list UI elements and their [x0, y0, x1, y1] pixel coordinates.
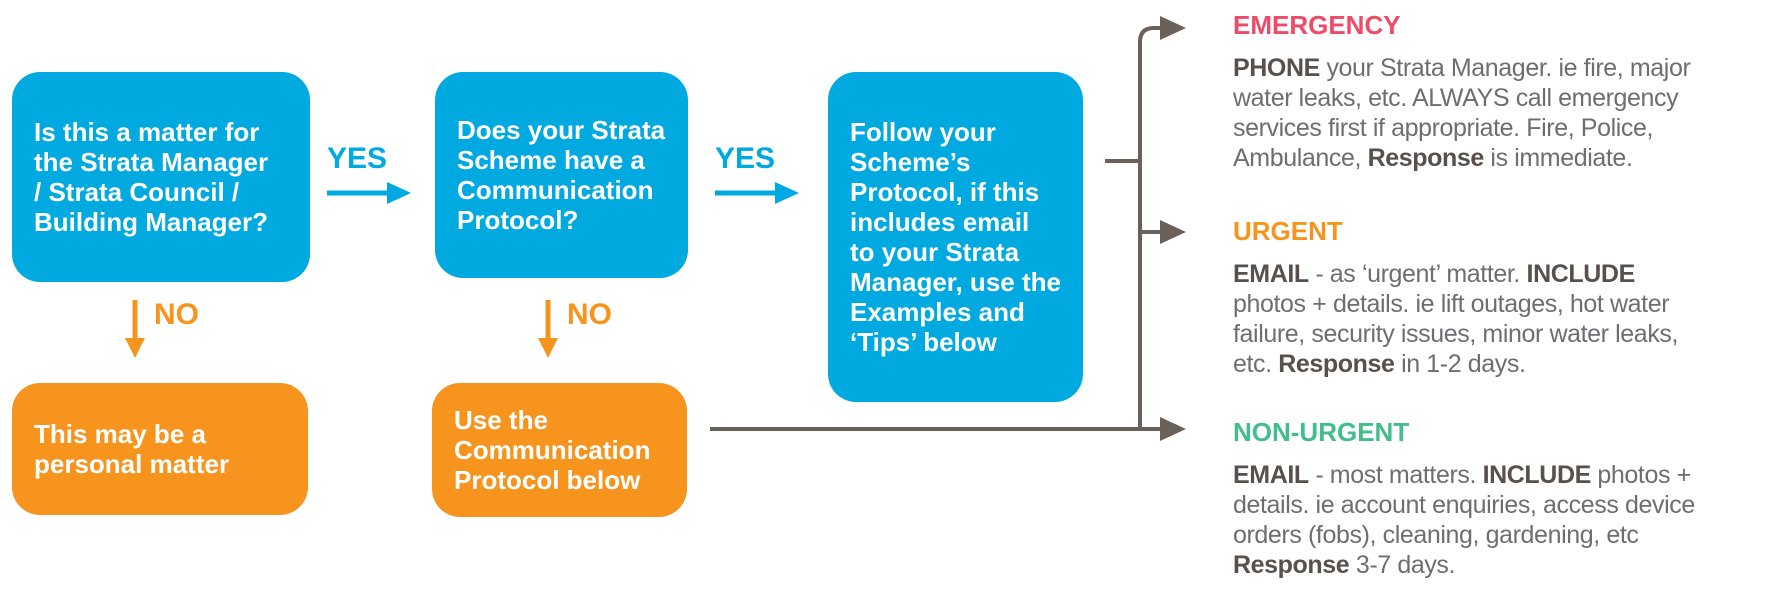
outcome-section-urgent: URGENT EMAIL - as ‘urgent’ matter. INCLU…	[1233, 216, 1765, 379]
outcome-section-emergency: EMERGENCY PHONE your Strata Manager. ie …	[1233, 10, 1765, 173]
outcome-title-urgent: URGENT	[1233, 216, 1343, 246]
yes-branch-1: YES	[327, 142, 415, 206]
yes-label: YES	[715, 142, 776, 175]
down-arrow-icon	[125, 300, 145, 358]
urgent-arrowhead-icon	[1160, 220, 1186, 244]
outcome-body-non-urgent: EMAIL - most matters. INCLUDE photos +de…	[1233, 461, 1695, 579]
outcome-title-emergency: EMERGENCY	[1233, 10, 1401, 40]
no-label: NO	[567, 298, 612, 331]
no-label: NO	[154, 298, 199, 331]
right-arrow-icon	[715, 182, 799, 204]
no-branch-1: NO	[124, 298, 224, 360]
emergency-arrowhead-icon	[1160, 16, 1186, 40]
right-arrow-icon	[327, 182, 411, 204]
yes-branch-2: YES	[715, 142, 803, 206]
outcome-body-emergency: PHONE your Strata Manager. ie fire, majo…	[1233, 54, 1691, 172]
non-urgent-arrowhead-icon	[1160, 417, 1186, 441]
down-arrow-icon	[538, 300, 558, 358]
outcome-section-non-urgent: NON-URGENT EMAIL - most matters. INCLUDE…	[1233, 417, 1765, 580]
outcome-title-non-urgent: NON-URGENT	[1233, 417, 1410, 447]
no-branch-2: NO	[537, 298, 637, 360]
yes-label: YES	[327, 142, 388, 175]
connector-trunk-line	[1138, 26, 1160, 429]
